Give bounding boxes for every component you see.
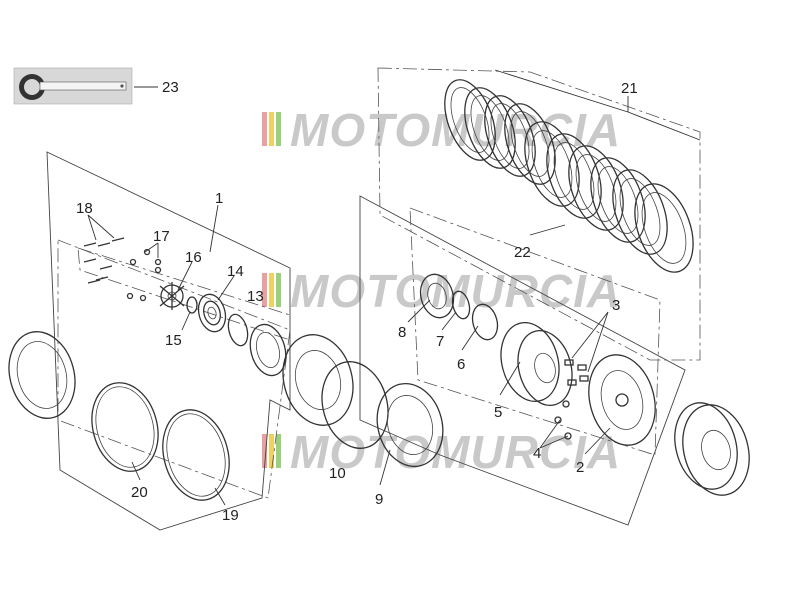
callout-9: 9 <box>375 491 383 508</box>
watermark-stripe <box>269 434 274 468</box>
callout-20: 20 <box>131 484 148 501</box>
leader-5 <box>499 361 521 396</box>
hub-spacer <box>471 303 499 341</box>
leader-2 <box>584 427 611 455</box>
leader-18b <box>87 214 115 239</box>
watermark-stripe <box>262 273 267 307</box>
leader-15 <box>181 311 191 331</box>
callout-8: 8 <box>398 324 406 341</box>
pressure-plate <box>249 323 287 377</box>
kit-1-frame <box>46 151 291 531</box>
tool-ring-hole <box>24 79 40 95</box>
disc-pack-frame <box>377 67 701 361</box>
clutch-disc-pack <box>444 79 694 273</box>
leader-7 <box>441 311 457 331</box>
leader-8 <box>407 299 431 323</box>
watermark-stripe <box>276 273 281 307</box>
retaining-ring <box>321 361 389 449</box>
leader-20 <box>131 461 141 481</box>
inner-plate <box>376 382 444 468</box>
watermark-stripe <box>262 112 267 146</box>
leader-1 <box>209 204 219 253</box>
watermark-top: MOTOMURCIA <box>262 104 621 156</box>
leader-18a <box>87 214 97 241</box>
hub-washer <box>451 290 471 320</box>
needle-ring <box>227 313 249 347</box>
basket-plate <box>588 354 656 446</box>
callout-13: 13 <box>247 288 264 305</box>
callout-19: 19 <box>222 507 239 524</box>
tool-handle <box>39 81 127 91</box>
leader-16 <box>177 261 193 291</box>
watermark-bottom: MOTOMURCIA <box>262 426 620 478</box>
cover-gasket-19 <box>162 409 230 501</box>
cover-frame <box>57 239 291 499</box>
leader-19 <box>214 487 226 506</box>
washers-group <box>126 248 162 302</box>
callout-3: 3 <box>612 297 620 314</box>
callout-10: 10 <box>329 465 346 482</box>
callout-17: 17 <box>153 228 170 245</box>
leader-6 <box>461 325 479 351</box>
cover-gasket-20 <box>91 382 159 472</box>
leader-22 <box>529 224 566 236</box>
hub-nut <box>419 273 455 319</box>
callout-23: 23 <box>162 79 179 96</box>
watermark-text: MOTOMURCIA <box>290 104 621 156</box>
leader-3b <box>587 311 609 373</box>
callout-4: 4 <box>533 445 541 462</box>
callout-22: 22 <box>514 244 531 261</box>
callout-6: 6 <box>457 356 465 373</box>
hub-frame <box>409 207 661 456</box>
watermark-text: MOTOMURCIA <box>290 265 621 317</box>
leader-21b <box>627 111 701 141</box>
leader-9 <box>379 449 391 486</box>
screw-row-frame <box>77 247 291 341</box>
leader-17a <box>144 242 159 253</box>
watermark-stripe <box>269 273 274 307</box>
spring-disc <box>282 334 354 426</box>
screws-group <box>83 237 125 284</box>
tool-wrench <box>13 67 133 105</box>
outer-basket <box>674 402 750 496</box>
callout-1: 1 <box>215 190 223 207</box>
leader-4b <box>539 435 569 449</box>
leader-4a <box>539 419 561 449</box>
spider-plate <box>159 282 185 310</box>
callout-15: 15 <box>165 332 182 349</box>
callout-18: 18 <box>76 200 93 217</box>
callout-14: 14 <box>227 263 244 280</box>
callout-2: 2 <box>576 459 584 476</box>
leader-14 <box>217 275 235 301</box>
watermark-stripe <box>269 112 274 146</box>
callout-5: 5 <box>494 404 502 421</box>
bearing <box>197 293 227 333</box>
watermark-stripe <box>276 112 281 146</box>
leader-3a <box>571 311 609 359</box>
watermark-stripe <box>262 434 267 468</box>
clutch-hub <box>500 322 573 406</box>
watermark-middle: MOTOMURCIA <box>262 265 621 317</box>
small-ring <box>186 296 198 314</box>
watermark-stripe <box>276 434 281 468</box>
callout-16: 16 <box>185 249 202 266</box>
callout-7: 7 <box>436 333 444 350</box>
callout-21: 21 <box>621 80 638 97</box>
clutch-cover <box>8 331 76 419</box>
leader-21a <box>494 69 629 113</box>
kit-2-frame <box>359 195 686 526</box>
tool-handle-hole <box>120 84 124 88</box>
